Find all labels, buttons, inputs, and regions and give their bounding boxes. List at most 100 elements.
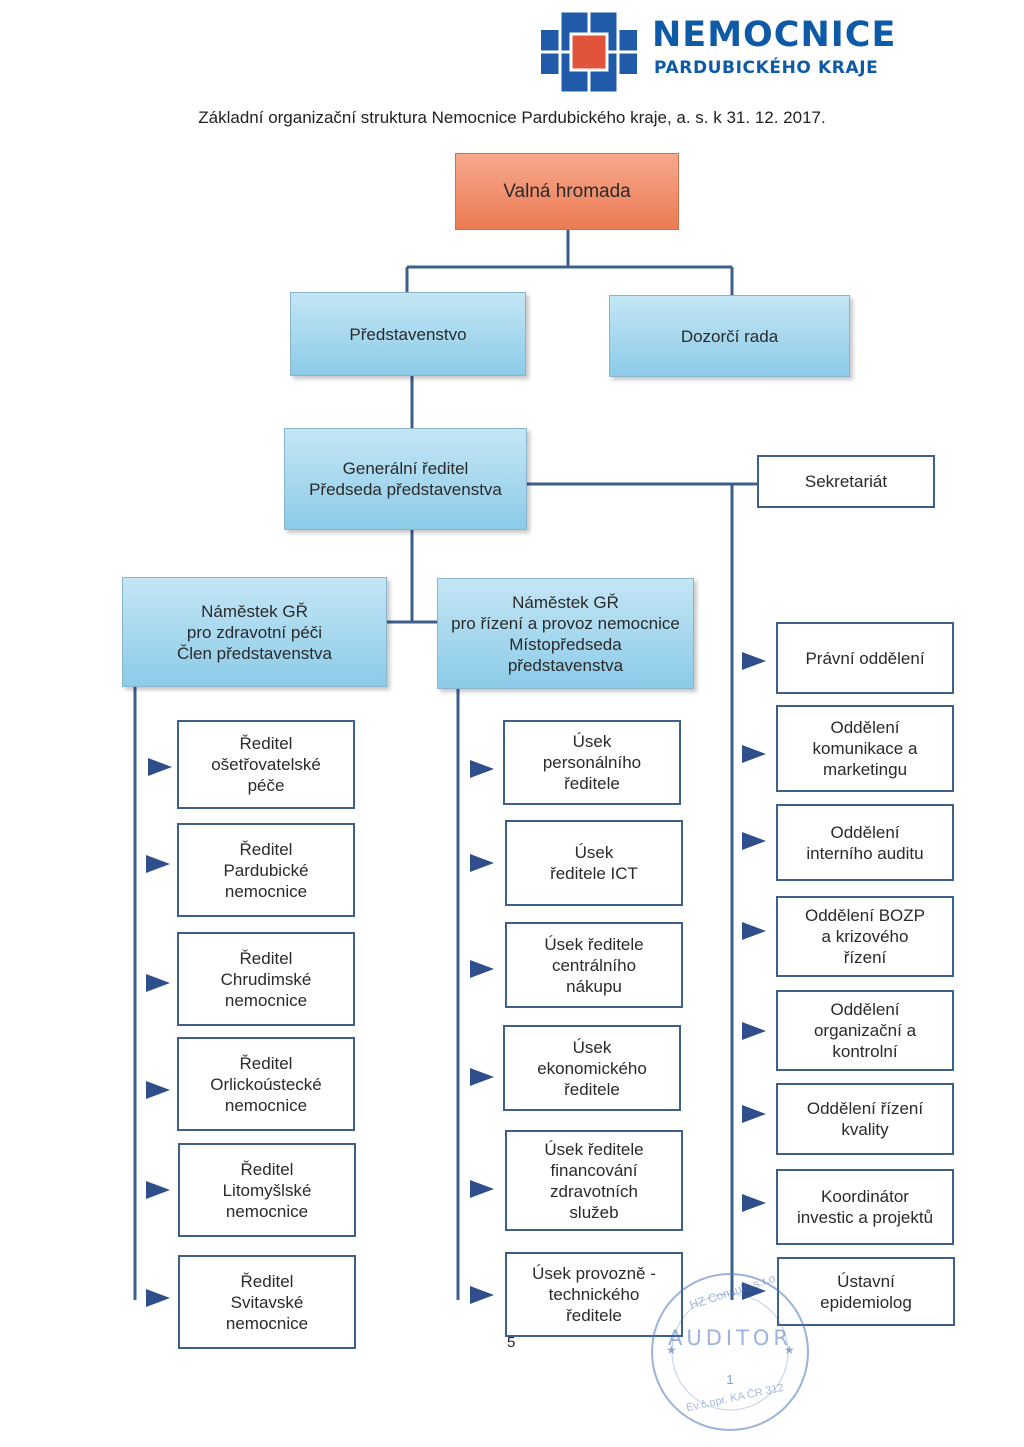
- box-line: řízení: [843, 948, 887, 967]
- box-line: investic a projektů: [796, 1208, 934, 1227]
- box-line: Předseda představenstva: [309, 480, 502, 499]
- box-line: ředitele: [564, 774, 620, 793]
- box-line: pro zdravotní péči: [186, 622, 323, 642]
- box-line: služeb: [569, 1202, 619, 1222]
- box-line: nemocnice: [225, 1313, 309, 1333]
- box-line: ředitele: [564, 1079, 620, 1099]
- box-line: Ředitel: [239, 839, 293, 859]
- predstavenstvo-box: Představenstvo: [290, 292, 526, 376]
- left-unit-box: Ředitel Chrudimské nemocnice: [177, 932, 355, 1026]
- box-line: představenstva: [507, 655, 624, 675]
- box-line: nemocnice: [224, 881, 308, 901]
- box-line: Úsek ředitele: [544, 1139, 644, 1159]
- box-line: kontrolní: [832, 1042, 898, 1061]
- box-line: centrálního: [551, 955, 637, 975]
- left-unit-box: Ředitel ošetřovatelské péče: [177, 720, 355, 809]
- namestek-zdravotni-pece-box: Náměstek GŘ pro zdravotní péči Člen před…: [122, 577, 387, 687]
- valna-hromada-box: Valná hromada: [455, 153, 679, 230]
- box-line: nemocnice: [225, 1201, 309, 1221]
- box-line: ekonomického: [537, 1058, 647, 1078]
- box-line: Náměstek GŘ: [201, 601, 308, 621]
- middle-unit-box: Úsek provozně - technického ředitele: [505, 1252, 683, 1337]
- box-line: Oddělení: [830, 822, 900, 842]
- box-line: Koordinátor: [821, 1187, 909, 1206]
- box-line: Oddělení BOZP: [804, 906, 925, 925]
- left-unit-box: Ředitel Litomyšlské nemocnice: [178, 1143, 356, 1237]
- right-unit-box: Oddělení interního auditu: [776, 804, 954, 881]
- page-title: Základní organizační struktura Nemocnice…: [198, 108, 826, 127]
- box-line: Ředitel: [239, 1053, 293, 1073]
- box-line: Náměstek GŘ: [512, 592, 619, 612]
- box-line: péče: [247, 776, 285, 795]
- left-unit-box: Ředitel Svitavské nemocnice: [178, 1255, 356, 1349]
- box-line: Úsek: [572, 732, 612, 751]
- right-unit-box: Oddělení organizační a kontrolní: [776, 990, 954, 1071]
- box-line: technického: [548, 1285, 640, 1304]
- box-line: kvality: [841, 1120, 889, 1139]
- auditor-stamp-icon: ★ ★: [651, 1273, 809, 1431]
- right-unit-box: Oddělení BOZP a krizového řízení: [776, 896, 954, 977]
- box-line: Svitavské: [230, 1292, 304, 1312]
- left-unit-box: Ředitel Pardubické nemocnice: [177, 823, 355, 917]
- box-line: Valná hromada: [503, 181, 631, 202]
- box-line: Sekretariát: [804, 472, 888, 491]
- right-unit-box: Ústavní epidemiolog: [777, 1257, 955, 1326]
- box-line: marketingu: [822, 760, 908, 779]
- namestek-rizeni-provoz-box: Náměstek GŘ pro řízení a provoz nemocnic…: [437, 578, 694, 689]
- box-line: ředitele ICT: [550, 864, 638, 883]
- box-line: zdravotních: [550, 1181, 638, 1201]
- box-line: Pardubické: [223, 860, 309, 880]
- box-line: financování: [550, 1160, 638, 1180]
- box-line: Litomyšlské: [222, 1180, 312, 1200]
- right-unit-box: Koordinátor investic a projektů: [776, 1169, 954, 1245]
- box-line: pro řízení a provoz nemocnice: [451, 613, 680, 633]
- middle-unit-box: Úsek personálního ředitele: [503, 720, 681, 805]
- box-line: Právní oddělení: [805, 648, 925, 668]
- middle-unit-box: Úsek ekonomického ředitele: [503, 1025, 681, 1111]
- stamp-word: AUDITOR: [667, 1326, 793, 1350]
- box-line: Orlickoústecké: [210, 1074, 322, 1094]
- box-line: Chrudimské: [220, 969, 312, 989]
- svg-text:★: ★: [666, 1343, 677, 1357]
- logo-subtitle: PARDUBICKÉHO KRAJE: [654, 58, 879, 78]
- box-line: Místopředseda: [509, 634, 622, 654]
- middle-unit-box: Úsek ředitele ICT: [505, 820, 683, 906]
- box-line: komunikace a: [812, 739, 918, 758]
- box-line: Úsek: [572, 1037, 612, 1057]
- box-line: nákupu: [566, 976, 622, 996]
- box-line: epidemiolog: [820, 1292, 912, 1312]
- box-line: nemocnice: [224, 1095, 308, 1115]
- box-line: Oddělení řízení: [806, 1099, 924, 1118]
- left-unit-box: Ředitel Orlickoústecké nemocnice: [177, 1037, 355, 1131]
- generalni-reditel-box: Generální ředitel Předseda představenstv…: [284, 428, 527, 530]
- box-line: personálního: [542, 753, 642, 772]
- box-line: Ústavní: [837, 1271, 895, 1291]
- hospital-cross-logo-icon: [541, 10, 637, 94]
- right-unit-box: Oddělení řízení kvality: [776, 1083, 954, 1155]
- dozorci-rada-box: Dozorčí rada: [609, 295, 850, 377]
- right-unit-box: Oddělení komunikace a marketingu: [776, 705, 954, 792]
- box-line: Ředitel: [240, 1159, 294, 1179]
- box-line: interního auditu: [806, 843, 924, 863]
- svg-text:★: ★: [784, 1343, 795, 1357]
- box-line: Dozorčí rada: [680, 326, 779, 346]
- right-unit-box: Právní oddělení: [776, 622, 954, 694]
- sekretariat-box: Sekretariát: [757, 455, 935, 508]
- box-line: Oddělení: [830, 1000, 900, 1019]
- middle-unit-box: Úsek ředitele financování zdravotních sl…: [505, 1130, 683, 1231]
- box-line: Člen představenstva: [177, 643, 332, 663]
- box-line: a krizového: [821, 927, 909, 946]
- box-line: Úsek ředitele: [544, 934, 644, 954]
- box-line: Ředitel: [239, 734, 293, 753]
- box-line: Generální ředitel: [342, 459, 469, 478]
- box-line: Představenstvo: [349, 324, 467, 344]
- page-number: 5: [507, 1334, 516, 1351]
- box-line: Oddělení: [830, 718, 900, 737]
- logo-name: NEMOCNICE: [652, 15, 897, 55]
- box-line: nemocnice: [224, 990, 308, 1010]
- stamp-number: 1: [726, 1372, 734, 1387]
- middle-unit-box: Úsek ředitele centrálního nákupu: [505, 922, 683, 1008]
- box-line: Ředitel: [240, 1271, 294, 1291]
- box-line: Úsek: [574, 843, 614, 862]
